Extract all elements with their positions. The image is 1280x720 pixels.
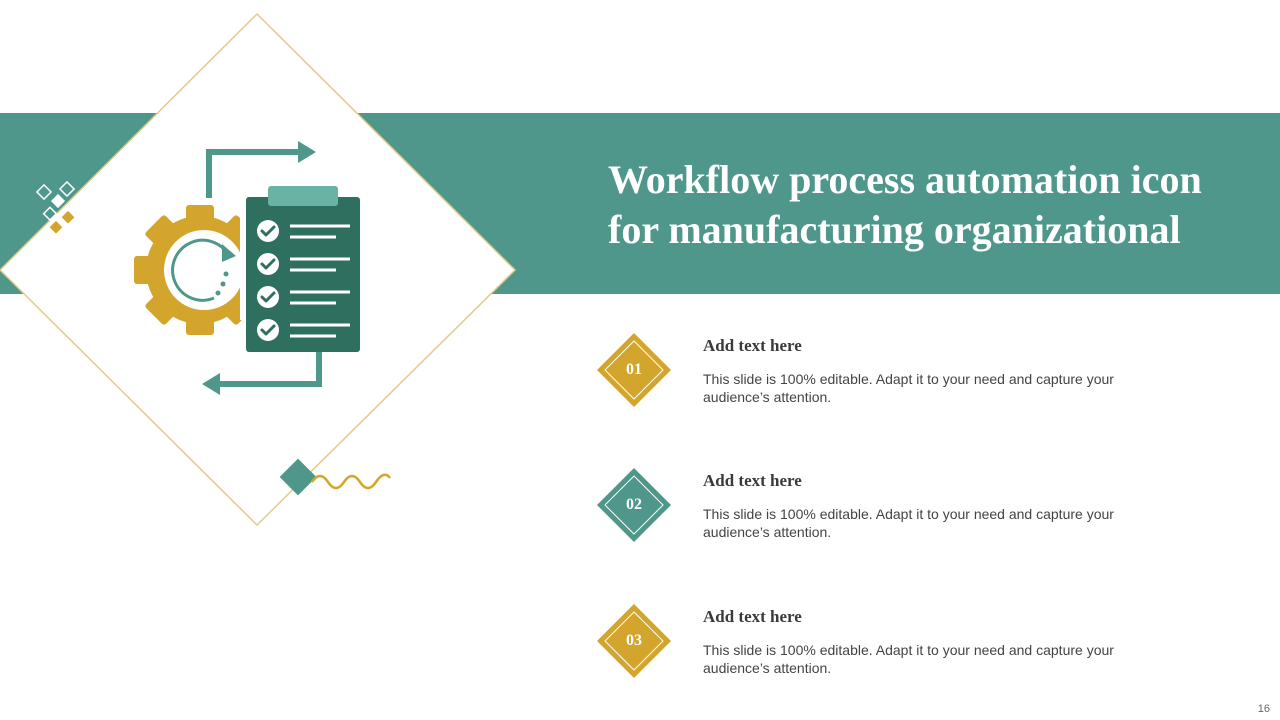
item-body: This slide is 100% editable. Adapt it to… bbox=[703, 642, 1114, 676]
number-badge-diamond bbox=[597, 333, 671, 407]
number-badge-diamond bbox=[597, 604, 671, 678]
number-badge-diamond bbox=[597, 468, 671, 542]
decorative-diamonds bbox=[35, 180, 76, 234]
gear-icon bbox=[134, 205, 255, 335]
list-item: 01 Add text here This slide is 100% edit… bbox=[596, 332, 1196, 412]
slide-title: Workflow process automation icon for man… bbox=[608, 155, 1268, 255]
arrow-right-icon bbox=[206, 141, 316, 198]
item-number: 01 bbox=[626, 361, 642, 378]
item-body: This slide is 100% editable. Adapt it to… bbox=[703, 371, 1114, 405]
list-item: 03 Add text here This slide is 100% edit… bbox=[596, 603, 1196, 683]
item-body: This slide is 100% editable. Adapt it to… bbox=[703, 506, 1114, 540]
item-heading: Add text here bbox=[703, 336, 802, 355]
clipboard-checklist-icon bbox=[240, 186, 360, 352]
title-line-1: Workflow process automation icon bbox=[608, 157, 1202, 202]
item-number: 02 bbox=[626, 496, 642, 513]
page-number: 16 bbox=[1257, 703, 1270, 715]
item-number: 03 bbox=[626, 632, 642, 649]
arrow-left-icon bbox=[202, 352, 322, 395]
item-heading: Add text here bbox=[703, 607, 802, 626]
list-item: 02 Add text here This slide is 100% edit… bbox=[596, 467, 1196, 547]
title-line-2: for manufacturing organizational bbox=[608, 207, 1181, 252]
wave-squiggle bbox=[310, 473, 391, 490]
item-heading: Add text here bbox=[703, 471, 802, 490]
accent-diamond bbox=[279, 458, 317, 496]
